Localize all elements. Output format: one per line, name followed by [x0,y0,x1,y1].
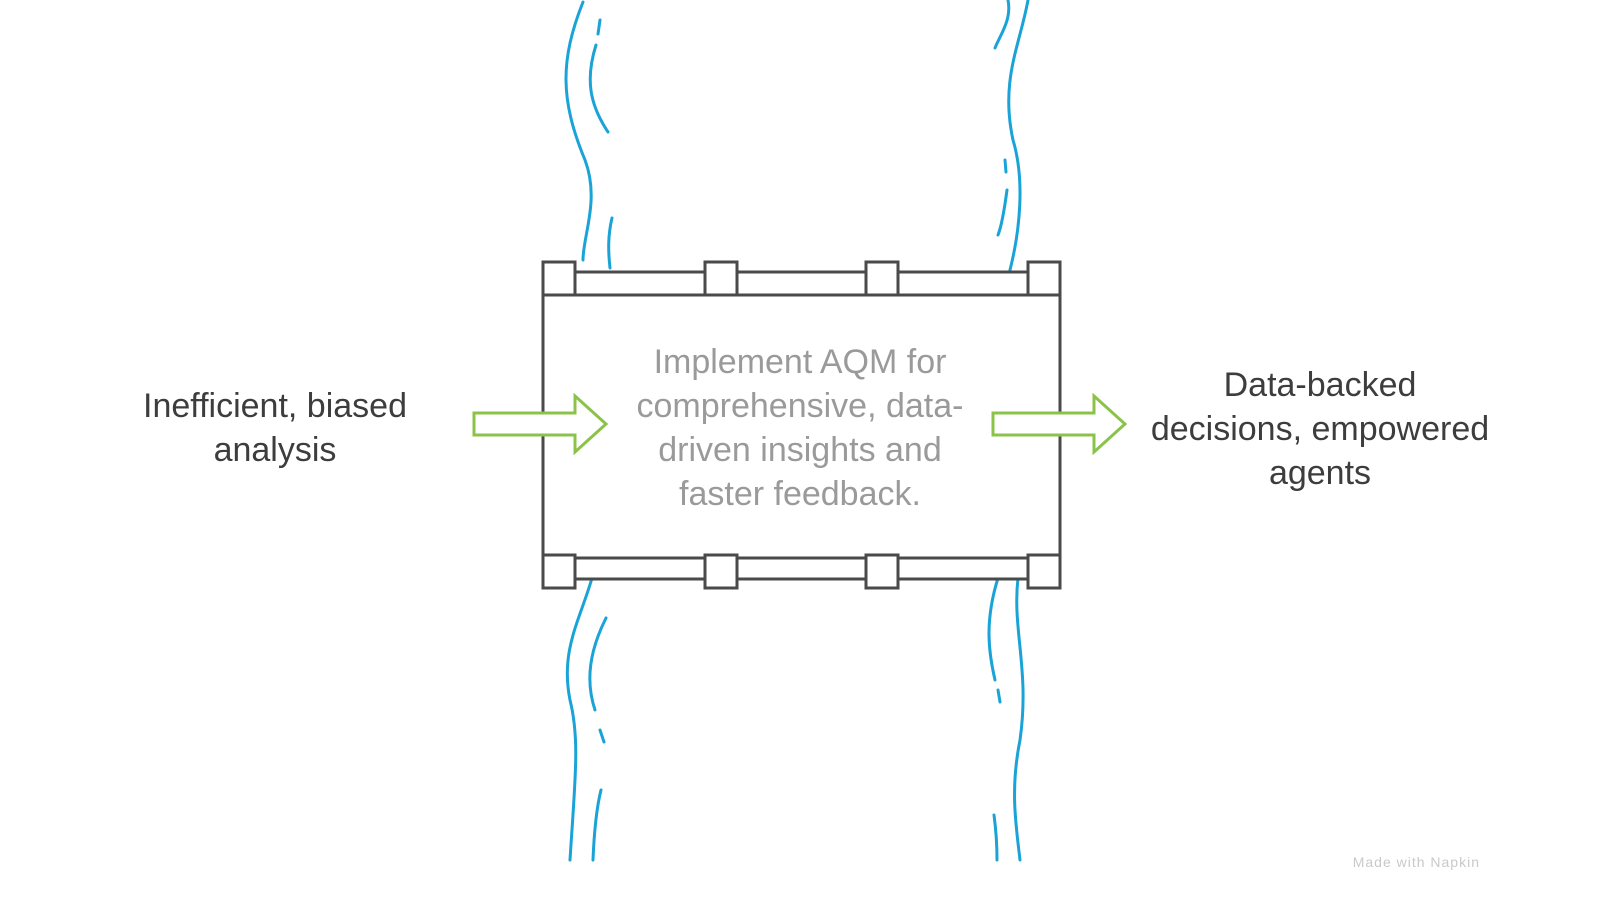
footer-watermark: Made with Napkin [1352,854,1480,870]
right-river-bottom [987,576,1025,862]
bridge-frame [541,260,1062,590]
process-label: Implement AQM for comprehensive, data-dr… [636,343,964,513]
input-label: Inefficient, biased analysis [143,387,407,469]
right-river-top [993,0,1030,272]
output-label: Data-backed decisions, empowered agents [1150,366,1490,492]
left-river-top [564,0,614,270]
input-arrow-icon [472,392,609,456]
left-river-bottom [565,576,608,862]
output-arrow-icon [991,392,1128,456]
